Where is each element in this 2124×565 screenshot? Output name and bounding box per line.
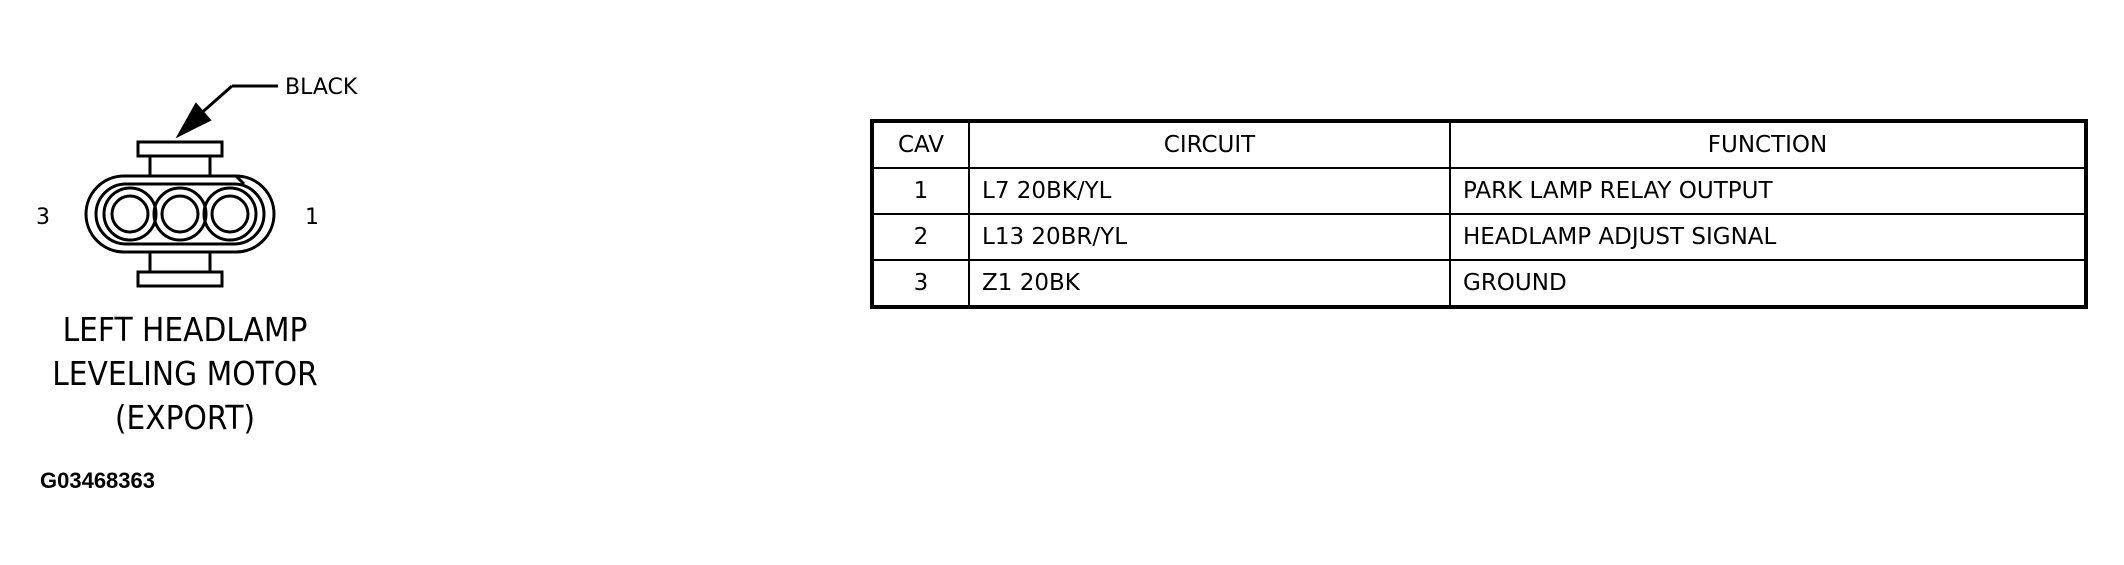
- cell-circuit: L7 20BK/YL: [968, 167, 1451, 215]
- table-header-row: CAV CIRCUIT FUNCTION: [871, 120, 2087, 169]
- connector-title: LEFT HEADLAMP LEVELING MOTOR (EXPORT): [46, 308, 325, 440]
- header-circuit: CIRCUIT: [968, 120, 1451, 169]
- connector-body: [84, 140, 276, 288]
- cavity-1: [202, 186, 258, 242]
- header-cav: CAV: [871, 120, 970, 169]
- cell-cav: 1: [871, 167, 970, 215]
- pinout-table: CAV CIRCUIT FUNCTION 1 L7 20BK/YL PARK L…: [870, 119, 2088, 309]
- cell-function: HEADLAMP ADJUST SIGNAL: [1449, 213, 2087, 261]
- connector-title-line-2: LEVELING MOTOR: [52, 354, 318, 393]
- pin-label-left: 3: [36, 205, 50, 230]
- cavity-3: [102, 186, 158, 242]
- cell-circuit: Z1 20BK: [968, 259, 1451, 308]
- cell-cav: 2: [871, 213, 970, 261]
- cell-function: GROUND: [1449, 259, 2087, 308]
- pin-label-right: 1: [305, 205, 319, 230]
- cell-circuit: L13 20BR/YL: [968, 213, 1451, 261]
- color-callout-arrow: [175, 84, 278, 139]
- connector-color-label: BLACK: [285, 75, 358, 100]
- cavity-2: [152, 186, 208, 242]
- connector-title-line-1: LEFT HEADLAMP: [62, 310, 308, 349]
- table-row: 1 L7 20BK/YL PARK LAMP RELAY OUTPUT: [871, 167, 2087, 215]
- connector-title-line-3: (EXPORT): [114, 398, 256, 437]
- table-row: 2 L13 20BR/YL HEADLAMP ADJUST SIGNAL: [871, 213, 2087, 261]
- connector-cavities: [102, 186, 258, 242]
- cell-function: PARK LAMP RELAY OUTPUT: [1449, 167, 2087, 215]
- connector-diagram: BLACK 3 1: [36, 75, 358, 288]
- table-row: 3 Z1 20BK GROUND: [871, 259, 2087, 308]
- figure-id: G03468363: [40, 468, 155, 493]
- header-function: FUNCTION: [1449, 120, 2087, 169]
- cell-cav: 3: [871, 259, 970, 308]
